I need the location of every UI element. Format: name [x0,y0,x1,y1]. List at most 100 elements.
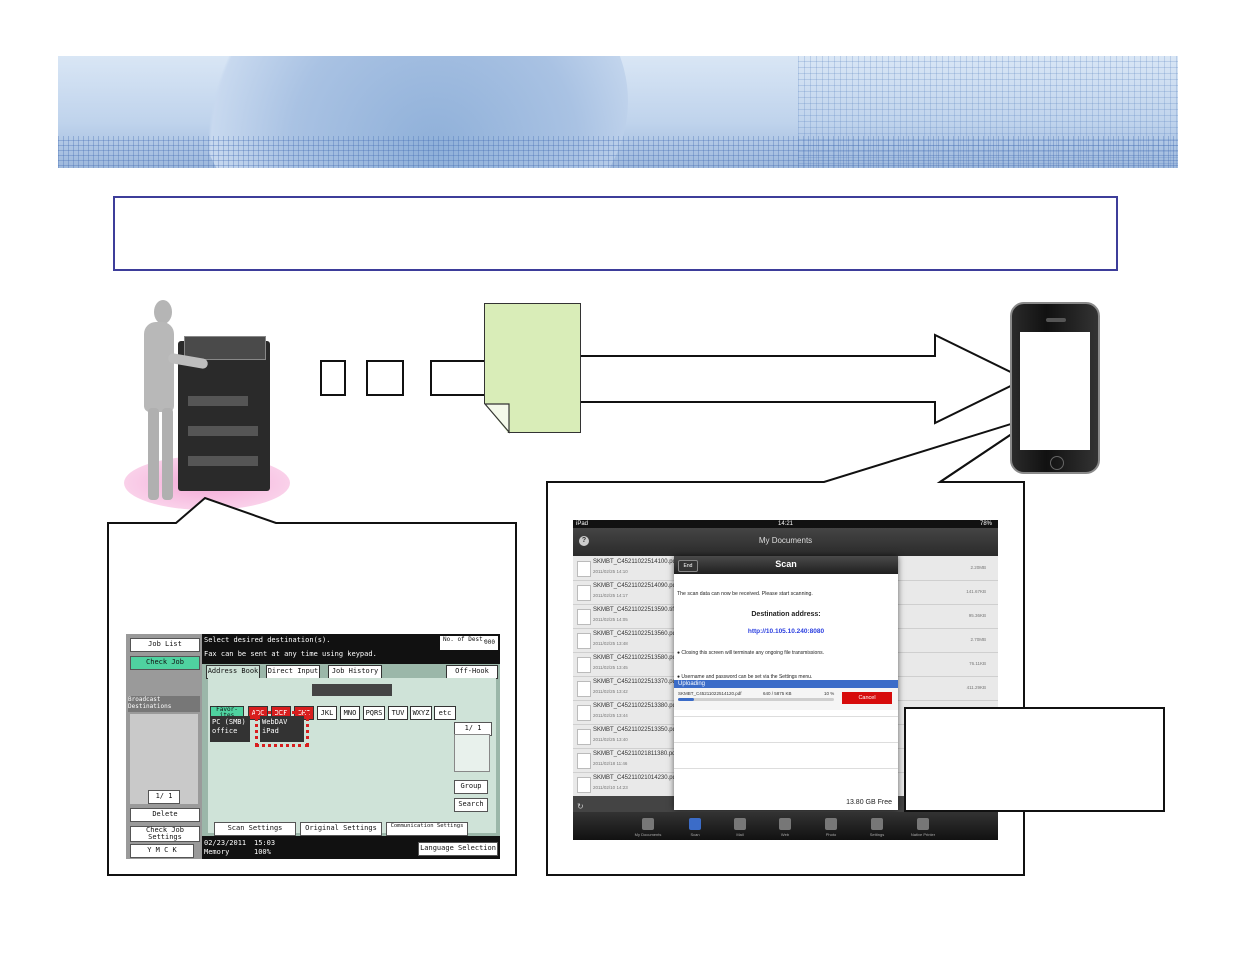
end-button[interactable]: End [678,560,698,572]
mfp-control-panel: Job List Check Job Broadcast Destination… [126,634,500,859]
label-box [904,707,1165,812]
search-button[interactable]: Search [454,798,488,812]
fax-hint-text: Fax can be sent at any time using keypad… [204,650,377,658]
globe-graphic [198,56,628,168]
cancel-button[interactable]: Cancel [842,692,892,704]
tab-wxyz[interactable]: WXYZ [410,706,432,720]
home-button-icon [1050,456,1064,470]
pdf-icon [577,753,591,769]
tab-photo[interactable]: Photo [811,818,851,837]
tab-scan[interactable]: Scan [675,818,715,837]
printer-icon [917,818,929,830]
upload-percent: 10 % [824,691,835,696]
placeholder-square-3 [430,360,490,396]
destination-pc-smb-office[interactable]: PC (SMB) office [210,716,250,742]
tab-direct-input[interactable]: Direct Input [266,665,320,679]
destination-webdav-ipad[interactable]: WebDAV iPad [255,711,309,747]
delete-button[interactable]: Delete [130,808,200,822]
tab-tuv[interactable]: TUV [388,706,408,720]
scan-message: The scan data can now be received. Pleas… [677,591,813,597]
operator-at-mfp-illustration [122,296,292,511]
upload-progress-fill [678,698,694,701]
phone-screen [1020,332,1090,450]
pdf-icon [577,561,591,577]
dialog-title: Scan [775,559,797,569]
closing-note: ● Closing this screen will terminate any… [677,650,824,656]
scan-icon [689,818,701,830]
dest-count-label: No. of Dest. [443,636,487,643]
free-space-text: 13.80 GB Free [846,799,892,806]
person-body [144,322,174,412]
tab-jkl[interactable]: JKL [317,706,337,720]
header-banner [58,56,1178,168]
search-field[interactable] [312,684,392,696]
nav-title: My Documents [758,536,813,545]
title-box [113,196,1118,271]
nav-bar: ? My Documents [573,528,998,556]
tab-my-documents[interactable]: My Documents [628,818,668,837]
web-icon [779,818,791,830]
pdf-icon [577,705,591,721]
grid-pattern-bottom [58,136,1178,168]
scan-settings-button[interactable]: Scan Settings [214,822,296,836]
off-hook-button[interactable]: Off-Hook [446,665,498,679]
username-note: ● Username and password can be set via t… [677,674,813,680]
status-bar: iPad 14:21 78% [573,520,998,528]
date-text: 02/23/2011 [204,839,247,847]
pdf-icon [577,633,591,649]
check-job-settings-button[interactable]: Check Job Settings [130,826,200,842]
group-button[interactable]: Group [454,780,488,794]
original-settings-button[interactable]: Original Settings [300,822,382,836]
upload-filename: SKMBT_C45211022514120.pdf [678,691,742,696]
pdf-icon [577,777,591,793]
check-job-button[interactable]: Check Job [130,656,200,670]
destination-label: Destination address: [751,611,821,618]
upload-progress-bar [678,698,834,701]
transfer-arrow [564,333,1028,425]
dest-count-value: 000 [484,639,495,646]
tab-bar: My Documents Scan Mail Web Photo Setting… [573,812,998,840]
language-selection-button[interactable]: Language Selection [418,842,498,856]
time-text: 15:03 [254,839,276,847]
scan-dialog: End Scan The scan data can now be receiv… [674,556,898,810]
tab-web[interactable]: Web [765,818,805,837]
mail-icon [734,818,746,830]
destination-url: http://10.105.10.240:8080 [747,628,825,635]
grid-pattern [798,56,1178,168]
tab-job-history[interactable]: Job History [328,665,382,679]
communication-settings-button[interactable]: Communication Settings [386,822,468,836]
gear-icon [871,818,883,830]
photo-icon [825,818,837,830]
job-list-button[interactable]: Job List [130,638,200,652]
pdf-icon [577,585,591,601]
person-head [154,300,172,324]
upload-row: SKMBT_C45211022514120.pdf 640 / 5875 KB … [674,688,898,710]
page-indicator-left: 1/ 1 [148,790,180,804]
tab-pqrs[interactable]: PQRS [363,706,385,720]
uploading-header: Uploading [674,680,898,688]
device-label: iPad [576,521,589,527]
battery-level: 78% [979,521,992,527]
status-time: 14:21 [777,521,793,527]
tif-icon [577,609,591,625]
broadcast-destinations-label: Broadcast Destinations [128,696,200,712]
documents-icon [642,818,654,830]
upload-kb: 640 / 5875 KB [763,691,792,696]
tab-mno[interactable]: MNO [340,706,360,720]
toner-indicator: Y M C K [130,844,194,858]
placeholder-square-2 [366,360,404,396]
tab-address-book[interactable]: Address Book [206,665,260,679]
help-icon[interactable]: ? [579,536,589,546]
tab-settings[interactable]: Settings [857,818,897,837]
pdf-icon [577,729,591,745]
prompt-text: Select desired destination(s). [204,636,331,644]
document-fold-icon [484,403,510,434]
smartphone-icon [1010,302,1100,474]
refresh-icon[interactable]: ↻ [577,802,584,811]
tab-etc[interactable]: etc [434,706,456,720]
pdf-icon [577,681,591,697]
tab-native-printer[interactable]: Native Printer [903,818,943,837]
tab-mail[interactable]: Mail [720,818,760,837]
placeholder-square-1 [320,360,346,396]
pdf-icon [577,657,591,673]
